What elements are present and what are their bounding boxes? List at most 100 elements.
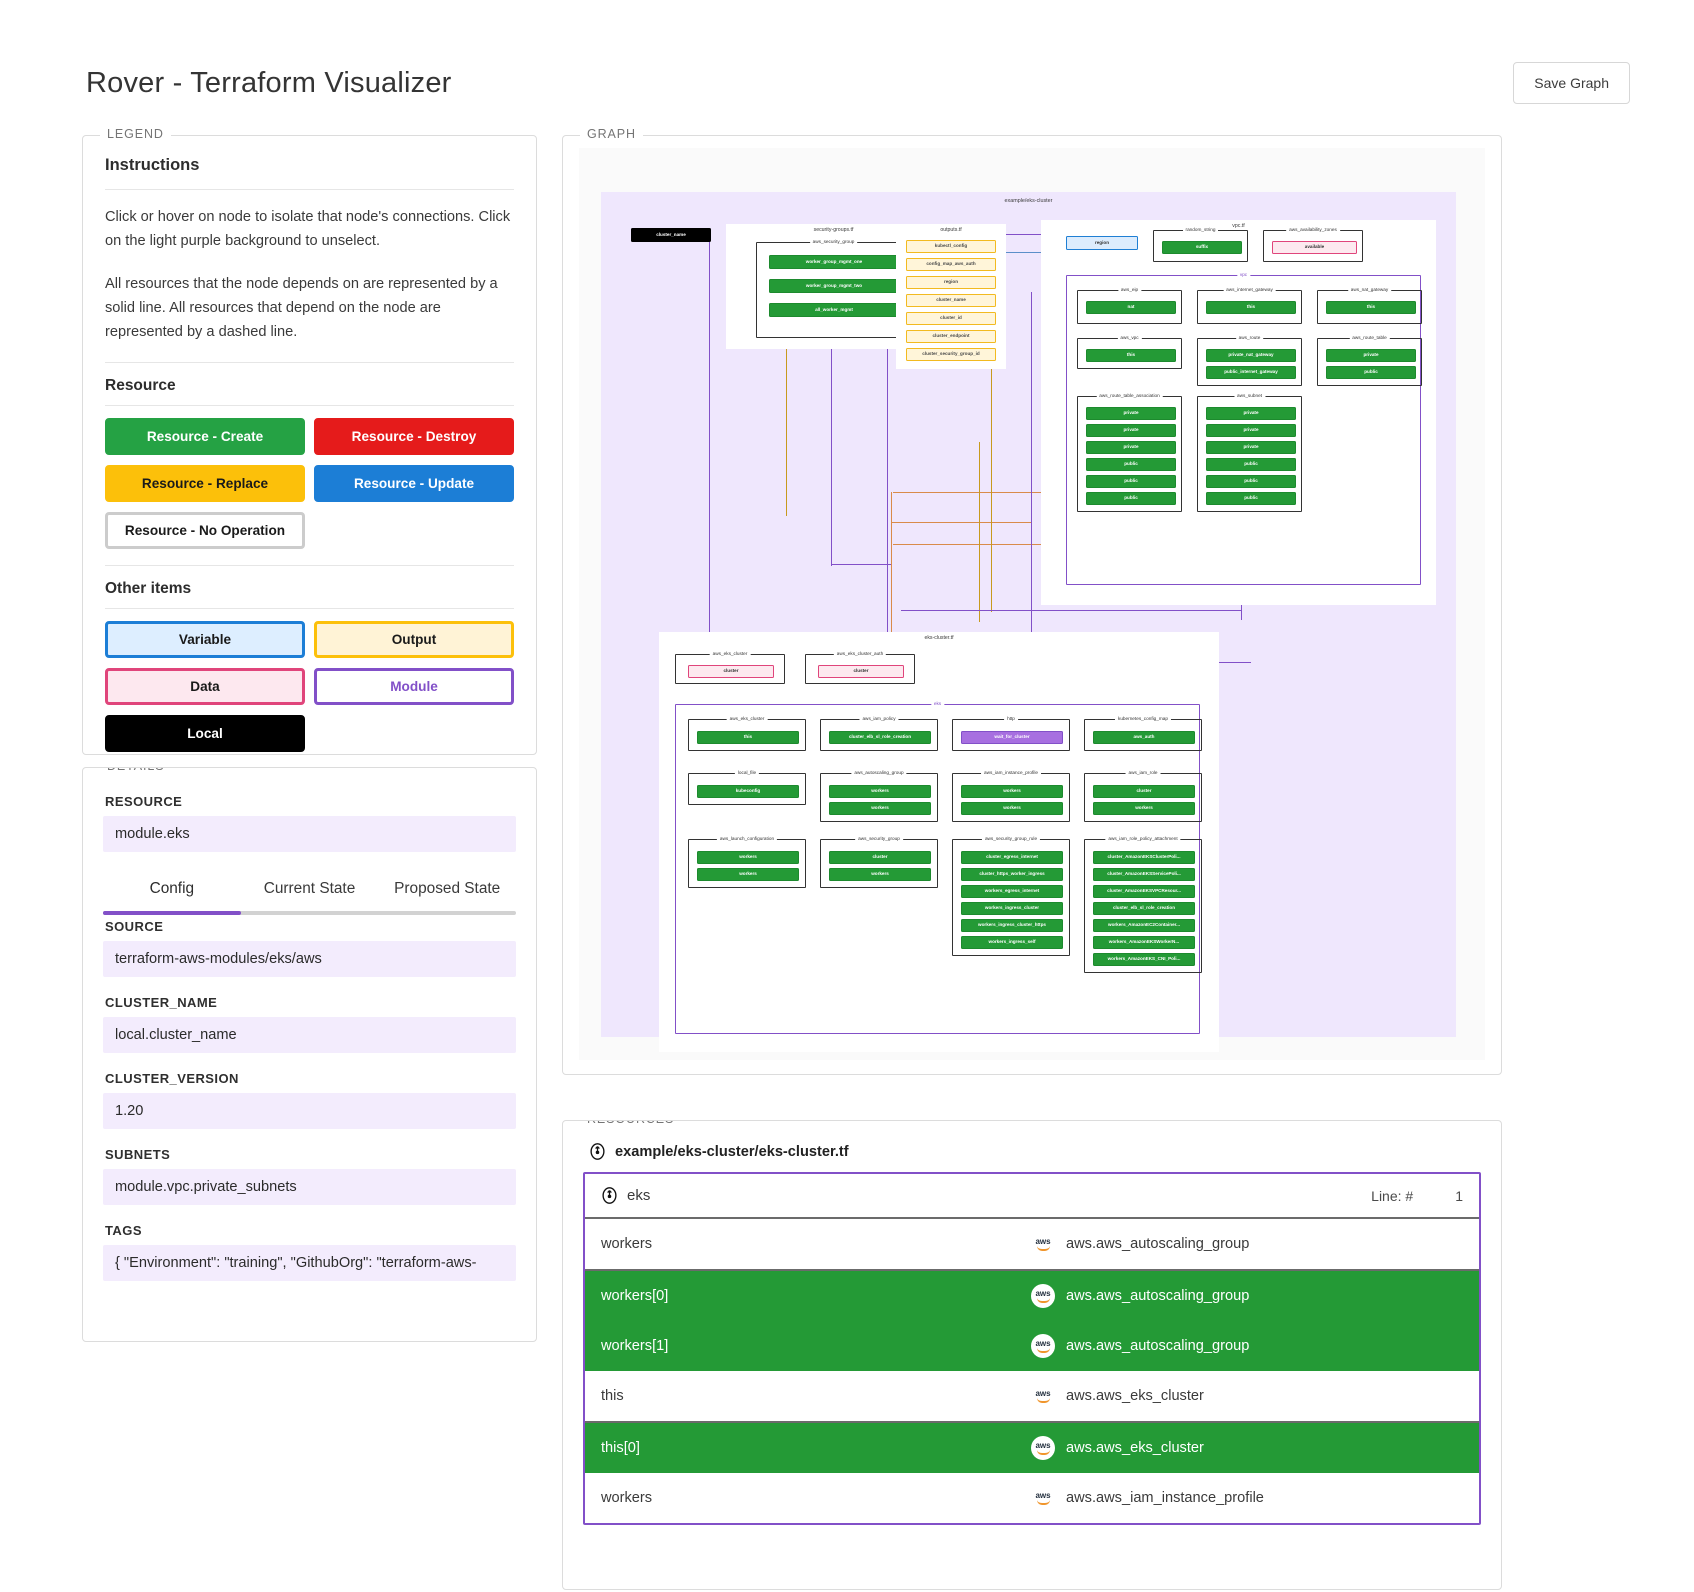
graph-node[interactable]: private — [1206, 407, 1296, 420]
graph-node[interactable]: workers — [961, 802, 1063, 815]
graph-group-label: aws_iam_role_policy_attachment — [1105, 836, 1181, 841]
graph-node[interactable]: cluster_security_group_id — [906, 348, 996, 361]
graph-node[interactable]: private — [1206, 441, 1296, 454]
graph-node[interactable]: aws_auth — [1093, 731, 1195, 744]
graph-node[interactable]: workers — [829, 868, 931, 881]
tab-proposed-state[interactable]: Proposed State — [394, 880, 501, 897]
graph-node[interactable]: cluster_elb_sl_role_creation — [829, 731, 931, 744]
tf-file-label: eks-cluster.tf — [924, 635, 954, 641]
field-label-cluster_name: CLUSTER_NAME — [105, 994, 218, 1010]
graph-node[interactable]: public — [1206, 475, 1296, 488]
graph-node[interactable]: this — [1086, 349, 1176, 362]
graph-node[interactable]: cluster_AmazonEKSServicePoli... — [1093, 868, 1195, 881]
graph-node[interactable]: private — [1206, 424, 1296, 437]
graph-edge — [887, 236, 889, 626]
graph-node[interactable]: this — [1206, 301, 1296, 314]
graph-node[interactable]: cluster — [818, 665, 904, 678]
divider — [105, 189, 514, 190]
graph-node[interactable]: workers_AmazonEKSWorkerN... — [1093, 936, 1195, 949]
graph-node[interactable]: cluster_endpoint — [906, 330, 996, 343]
graph-node[interactable]: workers — [1093, 802, 1195, 815]
graph-node[interactable]: nat — [1086, 301, 1176, 314]
graph-node[interactable]: cluster_AmazonEKSClusterPoli... — [1093, 851, 1195, 864]
graph-node[interactable]: cluster — [829, 851, 931, 864]
graph-node[interactable]: cluster_name — [631, 228, 711, 242]
graph-node[interactable]: private — [1086, 407, 1176, 420]
save-graph-button[interactable]: Save Graph — [1513, 62, 1630, 104]
resource-group-header[interactable]: eks Line: # 1 — [585, 1174, 1479, 1219]
graph-node[interactable]: private_nat_gateway — [1206, 349, 1296, 362]
graph-node[interactable]: private — [1326, 349, 1416, 362]
graph-node[interactable]: cluster_https_worker_ingress — [961, 868, 1063, 881]
graph-node[interactable]: wait_for_cluster — [961, 731, 1063, 744]
graph-node[interactable]: public_internet_gateway — [1206, 366, 1296, 379]
graph-group-label: aws_security_group — [809, 239, 858, 244]
graph-node[interactable]: private — [1086, 441, 1176, 454]
graph-node[interactable]: public — [1206, 492, 1296, 505]
graph-node[interactable]: public — [1326, 366, 1416, 379]
graph-node[interactable]: public — [1086, 475, 1176, 488]
graph-node[interactable]: cluster — [1093, 785, 1195, 798]
tab-config[interactable]: Config — [149, 880, 195, 897]
graph-group-label: aws_security_group — [855, 836, 903, 841]
graph-node[interactable]: public — [1206, 458, 1296, 471]
graph-node[interactable]: cluster_egress_internet — [961, 851, 1063, 864]
aws-icon: aws — [1031, 1436, 1055, 1460]
graph-node[interactable]: workers_ingress_cluster_https — [961, 919, 1063, 932]
legend-chip-output: Output — [314, 621, 514, 659]
resource-row-name: workers[1] — [601, 1338, 669, 1354]
graph-node[interactable]: workers — [697, 868, 799, 881]
resources-file-row[interactable]: example/eks-cluster/eks-cluster.tf — [589, 1143, 1481, 1160]
graph-node[interactable]: worker_group_mgmt_one — [769, 255, 899, 269]
graph-node[interactable]: kubeconfig — [697, 785, 799, 798]
graph-node[interactable]: this — [697, 731, 799, 744]
graph-node[interactable]: cluster_id — [906, 312, 996, 325]
graph-node[interactable]: all_worker_mgmt — [769, 303, 899, 317]
graph-node[interactable]: public — [1086, 492, 1176, 505]
field-value-source: terraform-aws-modules/eks/aws — [103, 940, 516, 977]
graph-node[interactable]: workers_AmazonEKS_CNI_Poli... — [1093, 953, 1195, 966]
graph-node[interactable]: workers — [829, 785, 931, 798]
graph-node[interactable]: private — [1086, 424, 1176, 437]
graph-node[interactable]: workers — [961, 785, 1063, 798]
graph-node[interactable]: region — [906, 276, 996, 289]
graph-node[interactable]: cluster_AmazonEKSVPCResour... — [1093, 885, 1195, 898]
graph-node[interactable]: workers_ingress_self — [961, 936, 1063, 949]
graph-node[interactable]: available — [1272, 241, 1357, 254]
graph-node[interactable]: suffix — [1162, 241, 1242, 254]
details-tabs[interactable]: Config Current State Proposed State — [103, 874, 516, 911]
divider — [105, 565, 514, 567]
target-icon — [601, 1187, 618, 1204]
graph-node[interactable]: public — [1086, 458, 1176, 471]
graph-node[interactable]: workers — [697, 851, 799, 864]
graph-node[interactable]: workers_egress_internet — [961, 885, 1063, 898]
graph-node[interactable]: workers_AmazonEC2Container... — [1093, 919, 1195, 932]
graph-node[interactable]: config_map_aws_auth — [906, 258, 996, 271]
graph-node[interactable]: this — [1326, 301, 1416, 314]
graph-group-label: kubernetes_config_map — [1114, 716, 1172, 721]
tab-current-state[interactable]: Current State — [263, 880, 356, 897]
graph-node[interactable]: workers — [829, 802, 931, 815]
graph-node[interactable]: cluster_elb_sl_role_creation — [1093, 902, 1195, 915]
graph-node[interactable]: cluster — [688, 665, 774, 678]
graph-node[interactable]: region — [1066, 236, 1138, 250]
graph-node[interactable]: worker_group_mgmt_two — [769, 279, 899, 293]
graph-node[interactable]: cluster_name — [906, 294, 996, 307]
graph-node[interactable]: kubectl_config — [906, 240, 996, 253]
graph-group-label: aws_security_group_rule — [981, 836, 1041, 841]
graph-node[interactable]: workers_ingress_cluster — [961, 902, 1063, 915]
resource-row-name: this[0] — [601, 1440, 640, 1456]
